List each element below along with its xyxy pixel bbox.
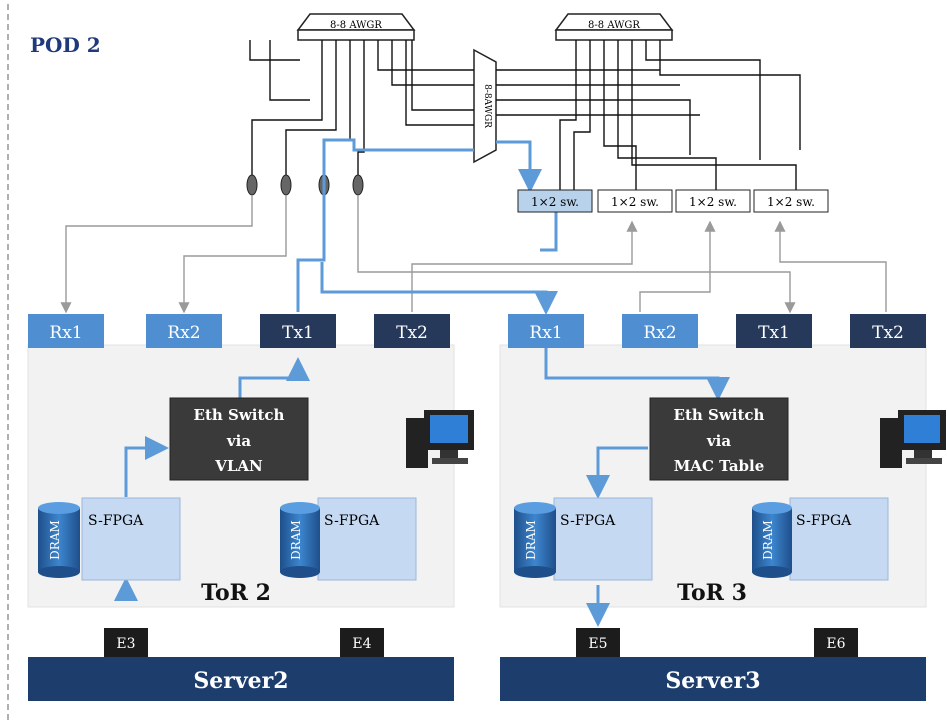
server2-port-e4: [340, 628, 384, 657]
server3-port-e6-label: E6: [826, 636, 845, 652]
switch-3-label: 1×2 sw.: [689, 195, 737, 209]
tor2-fpga-1-label: S-FPGA: [88, 513, 144, 529]
awgr-right: 8-8 AWGR: [554, 13, 674, 41]
tor3-port-rx2: [622, 314, 698, 348]
server3-port-e6: [814, 628, 858, 657]
tor2-port-rx2-label: Rx2: [167, 323, 200, 343]
pod-title: POD 2: [30, 33, 101, 57]
awgr-left-label: 8-8 AWGR: [330, 20, 382, 31]
coupler-4: [352, 174, 364, 196]
tor3-fpga-2: S-FPGA: [789, 497, 889, 581]
tor2-ports: Rx1 Rx2 Tx1 Tx2: [28, 314, 450, 348]
switch-3: 1×2 sw.: [675, 189, 751, 213]
switch-4-label: 1×2 sw.: [767, 195, 815, 209]
tor2-eth-switch: Eth Switch via VLAN: [169, 397, 309, 481]
tor2-port-tx2-label: Tx2: [396, 323, 428, 343]
couplers: [246, 174, 364, 196]
tor2-port-tx2: [374, 314, 450, 348]
tor3-label: ToR 3: [677, 580, 747, 606]
tor2-port-tx1: [260, 314, 336, 348]
tor2-port-rx2: [146, 314, 222, 348]
server2: Server2 E3 E4: [28, 628, 454, 701]
computer-icon: [406, 410, 474, 468]
tor2-dram-2: DRAM: [280, 502, 320, 578]
server3-label: Server3: [665, 668, 760, 694]
tor2-port-rx1: [28, 314, 104, 348]
gray-links: [60, 195, 887, 314]
server3-port-e5: [576, 628, 620, 657]
tor2-fpga-2: S-FPGA: [317, 497, 417, 581]
tor2-eth-switch-line1: Eth Switch: [194, 406, 285, 424]
switch-4: 1×2 sw.: [753, 189, 829, 213]
tor3-dram-2: DRAM: [752, 502, 792, 578]
tor3-port-tx2: [850, 314, 926, 348]
tor2-fpga-1: S-FPGA: [81, 497, 181, 581]
switch-1-label: 1×2 sw.: [531, 195, 579, 209]
tor3-fpga-1: S-FPGA: [553, 497, 653, 581]
coupler-1: [246, 174, 258, 196]
awgr-middle: 8-8AWGR: [473, 48, 497, 164]
server2-port-e4-label: E4: [352, 636, 371, 652]
switch-2: 1×2 sw.: [597, 189, 673, 213]
tor3-port-rx1: [508, 314, 584, 348]
tor2-eth-switch-line2: via: [226, 432, 251, 450]
tor3-fpga-1-label: S-FPGA: [560, 513, 616, 529]
server2-port-e3-label: E3: [116, 636, 135, 652]
fiber-lines: [249, 40, 801, 190]
switch-2-label: 1×2 sw.: [611, 195, 659, 209]
server3: Server3 E5 E6: [500, 628, 926, 701]
tor3-fpga-2-label: S-FPGA: [796, 513, 852, 529]
tor2-port-tx1-label: Tx1: [282, 323, 314, 343]
tor2-label: ToR 2: [201, 580, 271, 606]
tor3-eth-switch-line3: MAC Table: [674, 457, 765, 475]
server2-label: Server2: [193, 668, 288, 694]
tor3-ports: Rx1 Rx2 Tx1 Tx2: [508, 314, 926, 348]
highlight-path: [114, 138, 730, 627]
server3-port-e5-label: E5: [588, 636, 607, 652]
awgr-middle-label: 8-8AWGR: [482, 84, 492, 128]
tor3-eth-switch-line1: Eth Switch: [674, 406, 765, 424]
tor3-port-tx1-label: Tx1: [758, 323, 790, 343]
switch-1: 1×2 sw.: [517, 189, 593, 213]
tor3-port-rx1-label: Rx1: [529, 323, 562, 343]
tor3-dram-2-label: DRAM: [761, 520, 775, 560]
tor2-dram-1: DRAM: [38, 502, 80, 578]
awgr-left: 8-8 AWGR: [296, 13, 416, 41]
tor3-dram-1: DRAM: [514, 502, 556, 578]
server2-port-e3: [104, 628, 148, 657]
tor3-port-tx1: [736, 314, 812, 348]
tor2-port-rx1-label: Rx1: [49, 323, 82, 343]
tor2-eth-switch-line3: VLAN: [214, 457, 263, 475]
coupler-2: [280, 174, 292, 196]
tor2-dram-2-label: DRAM: [289, 520, 303, 560]
awgr-right-label: 8-8 AWGR: [588, 20, 640, 31]
tor3-eth-switch: Eth Switch via MAC Table: [649, 397, 789, 481]
tor2-dram-1-label: DRAM: [48, 520, 62, 560]
tor2-fpga-2-label: S-FPGA: [324, 513, 380, 529]
tor3-dram-1-label: DRAM: [524, 520, 538, 560]
tor3-port-rx2-label: Rx2: [643, 323, 676, 343]
computer-icon: [880, 410, 946, 468]
tor3-eth-switch-line2: via: [706, 432, 731, 450]
tor3-port-tx2-label: Tx2: [872, 323, 904, 343]
